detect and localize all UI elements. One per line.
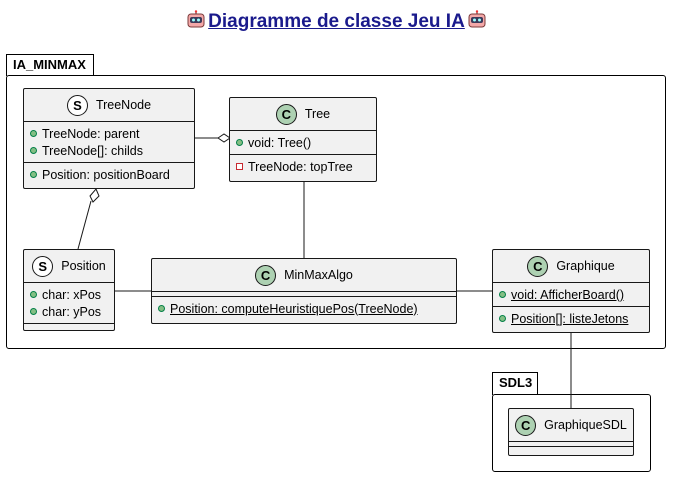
public-icon [30, 130, 37, 137]
class-name: Tree [304, 107, 331, 121]
class-stereotype-icon: C [527, 255, 549, 277]
static-method: Position: computeHeuristiquePos(TreeNode… [170, 301, 418, 316]
diagram-title: Diagramme de classe Jeu IA [0, 10, 673, 36]
method: void: Tree() [248, 135, 312, 150]
class-name: Position [61, 259, 106, 273]
struct-stereotype-icon: S [66, 94, 88, 116]
class-name: Graphique [556, 259, 615, 273]
struct-stereotype-icon: S [32, 255, 54, 277]
title-link[interactable]: Diagramme de classe Jeu IA [208, 11, 465, 32]
package-tab-ia-minmax: IA_MINMAX [6, 54, 94, 76]
field: TreeNode[]: childs [42, 143, 143, 158]
field: TreeNode: topTree [248, 159, 353, 174]
class-stereotype-icon: C [255, 264, 277, 286]
class-tree[interactable]: C Tree void: Tree() TreeNode: topTree [229, 97, 377, 182]
link-position-treenode [77, 200, 92, 250]
class-treenode[interactable]: S TreeNode TreeNode: parent TreeNode[]: … [23, 88, 195, 189]
class-graphique[interactable]: C Graphique void: AfficherBoard() Positi… [492, 249, 650, 333]
package-tab-sdl3: SDL3 [492, 372, 538, 395]
public-icon [499, 315, 506, 322]
field: char: yPos [42, 304, 102, 319]
class-name: GraphiqueSDL [544, 418, 627, 432]
class-graphiquesdl[interactable]: C GraphiqueSDL [508, 408, 634, 456]
robot-icon [186, 10, 206, 36]
class-position[interactable]: S Position char: xPos char: yPos [23, 249, 115, 331]
private-icon [236, 163, 243, 170]
class-minmaxalgo[interactable]: C MinMaxAlgo Position: computeHeuristiqu… [151, 258, 457, 324]
public-icon [30, 171, 37, 178]
class-name: MinMaxAlgo [284, 268, 353, 282]
public-icon [30, 291, 37, 298]
public-icon [30, 308, 37, 315]
field: TreeNode: parent [42, 126, 140, 141]
public-icon [30, 147, 37, 154]
public-icon [499, 291, 506, 298]
robot-icon [467, 10, 487, 36]
public-icon [158, 305, 165, 312]
field: Position: positionBoard [42, 167, 170, 182]
static-field: Position[]: listeJetons [511, 311, 629, 326]
public-icon [236, 139, 243, 146]
aggregation-diamond-treenode [89, 188, 100, 203]
class-stereotype-icon: C [515, 414, 537, 436]
class-stereotype-icon: C [275, 103, 297, 125]
field: char: xPos [42, 287, 102, 302]
class-name: TreeNode [95, 98, 152, 112]
static-method: void: AfficherBoard() [511, 287, 625, 302]
